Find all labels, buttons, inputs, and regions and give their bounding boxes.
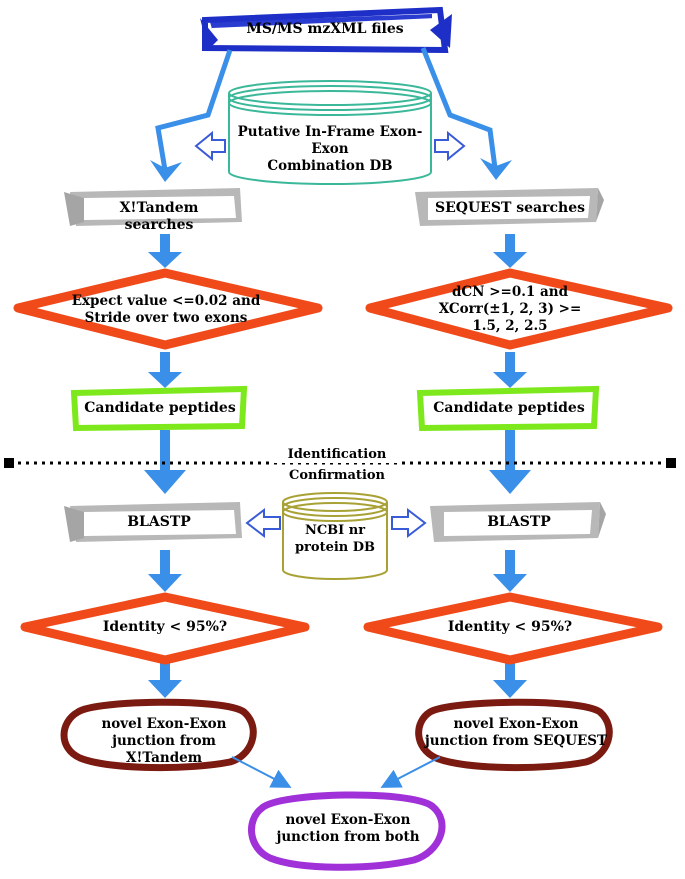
xtandem-identity-diamond-shape xyxy=(20,592,310,665)
sequest-filter-label: dCN >=0.1 and XCorr(±1, 2, 3) >= 1.5, 2,… xyxy=(438,284,582,334)
sequest-result-oval-shape xyxy=(415,698,613,772)
xtandem-blastp-box-shape xyxy=(64,502,242,542)
xtandem-filter-diamond-shape xyxy=(13,268,323,350)
final-result-oval-shape xyxy=(248,791,446,871)
final-result-label: novel Exon-Exon junction from both xyxy=(276,812,420,845)
xtandem-candidates-box-shape xyxy=(70,385,248,432)
source-to-searches-arrows xyxy=(155,47,498,171)
sequest-result-label: novel Exon-Exon junction from SEQUEST xyxy=(424,716,608,749)
xtandem-blastp-label: BLASTP xyxy=(127,514,191,530)
sequest-search-label: SEQUEST searches xyxy=(435,200,585,216)
exon-combination-db-cylinder xyxy=(228,80,432,185)
sequest-filter-diamond-shape xyxy=(365,268,673,350)
confirmation-label: Confirmation xyxy=(288,468,385,483)
db-left-arrow xyxy=(194,130,226,162)
xtandem-search-box-shape xyxy=(64,188,242,226)
xtandem-filter-label: Expect value <=0.02 and Stride over two … xyxy=(71,293,261,326)
identification-divider xyxy=(4,458,676,468)
sequest-candidates-label: Candidate peptides xyxy=(433,400,585,416)
xtandem-candidates-label: Candidate peptides xyxy=(84,400,236,416)
source-label: MS/MS mzXML files xyxy=(246,21,404,37)
xtandem-identity-label: Identity < 95%? xyxy=(102,619,228,635)
identification-label: Identification xyxy=(272,446,402,463)
sequest-candidates-box-shape xyxy=(416,385,600,432)
sequest-identity-diamond-shape xyxy=(363,592,663,665)
sequest-search-box-shape xyxy=(415,188,604,226)
ncbi-left-arrow xyxy=(245,507,281,539)
converging-arrows xyxy=(231,756,441,788)
ncbi-db-label: NCBI nr protein DB xyxy=(294,523,376,555)
source-banner-shape xyxy=(200,6,452,54)
sequest-blastp-label: BLASTP xyxy=(487,514,551,530)
xtandem-result-oval-shape xyxy=(60,698,257,772)
db-right-arrow xyxy=(434,130,466,162)
sequest-blastp-box-shape xyxy=(430,502,606,542)
ncbi-right-arrow xyxy=(391,507,427,539)
flow-arrows xyxy=(144,234,531,698)
xtandem-search-label: X!Tandem searches xyxy=(119,200,199,233)
xtandem-result-label: novel Exon-Exon junction from X!Tandem xyxy=(101,716,227,766)
ncbi-db-cylinder xyxy=(282,492,388,580)
search-arrowheads xyxy=(150,158,512,182)
exon-db-label: Putative In-Frame Exon-Exon Combination … xyxy=(237,124,423,174)
sequest-identity-label: Identity < 95%? xyxy=(447,619,573,635)
